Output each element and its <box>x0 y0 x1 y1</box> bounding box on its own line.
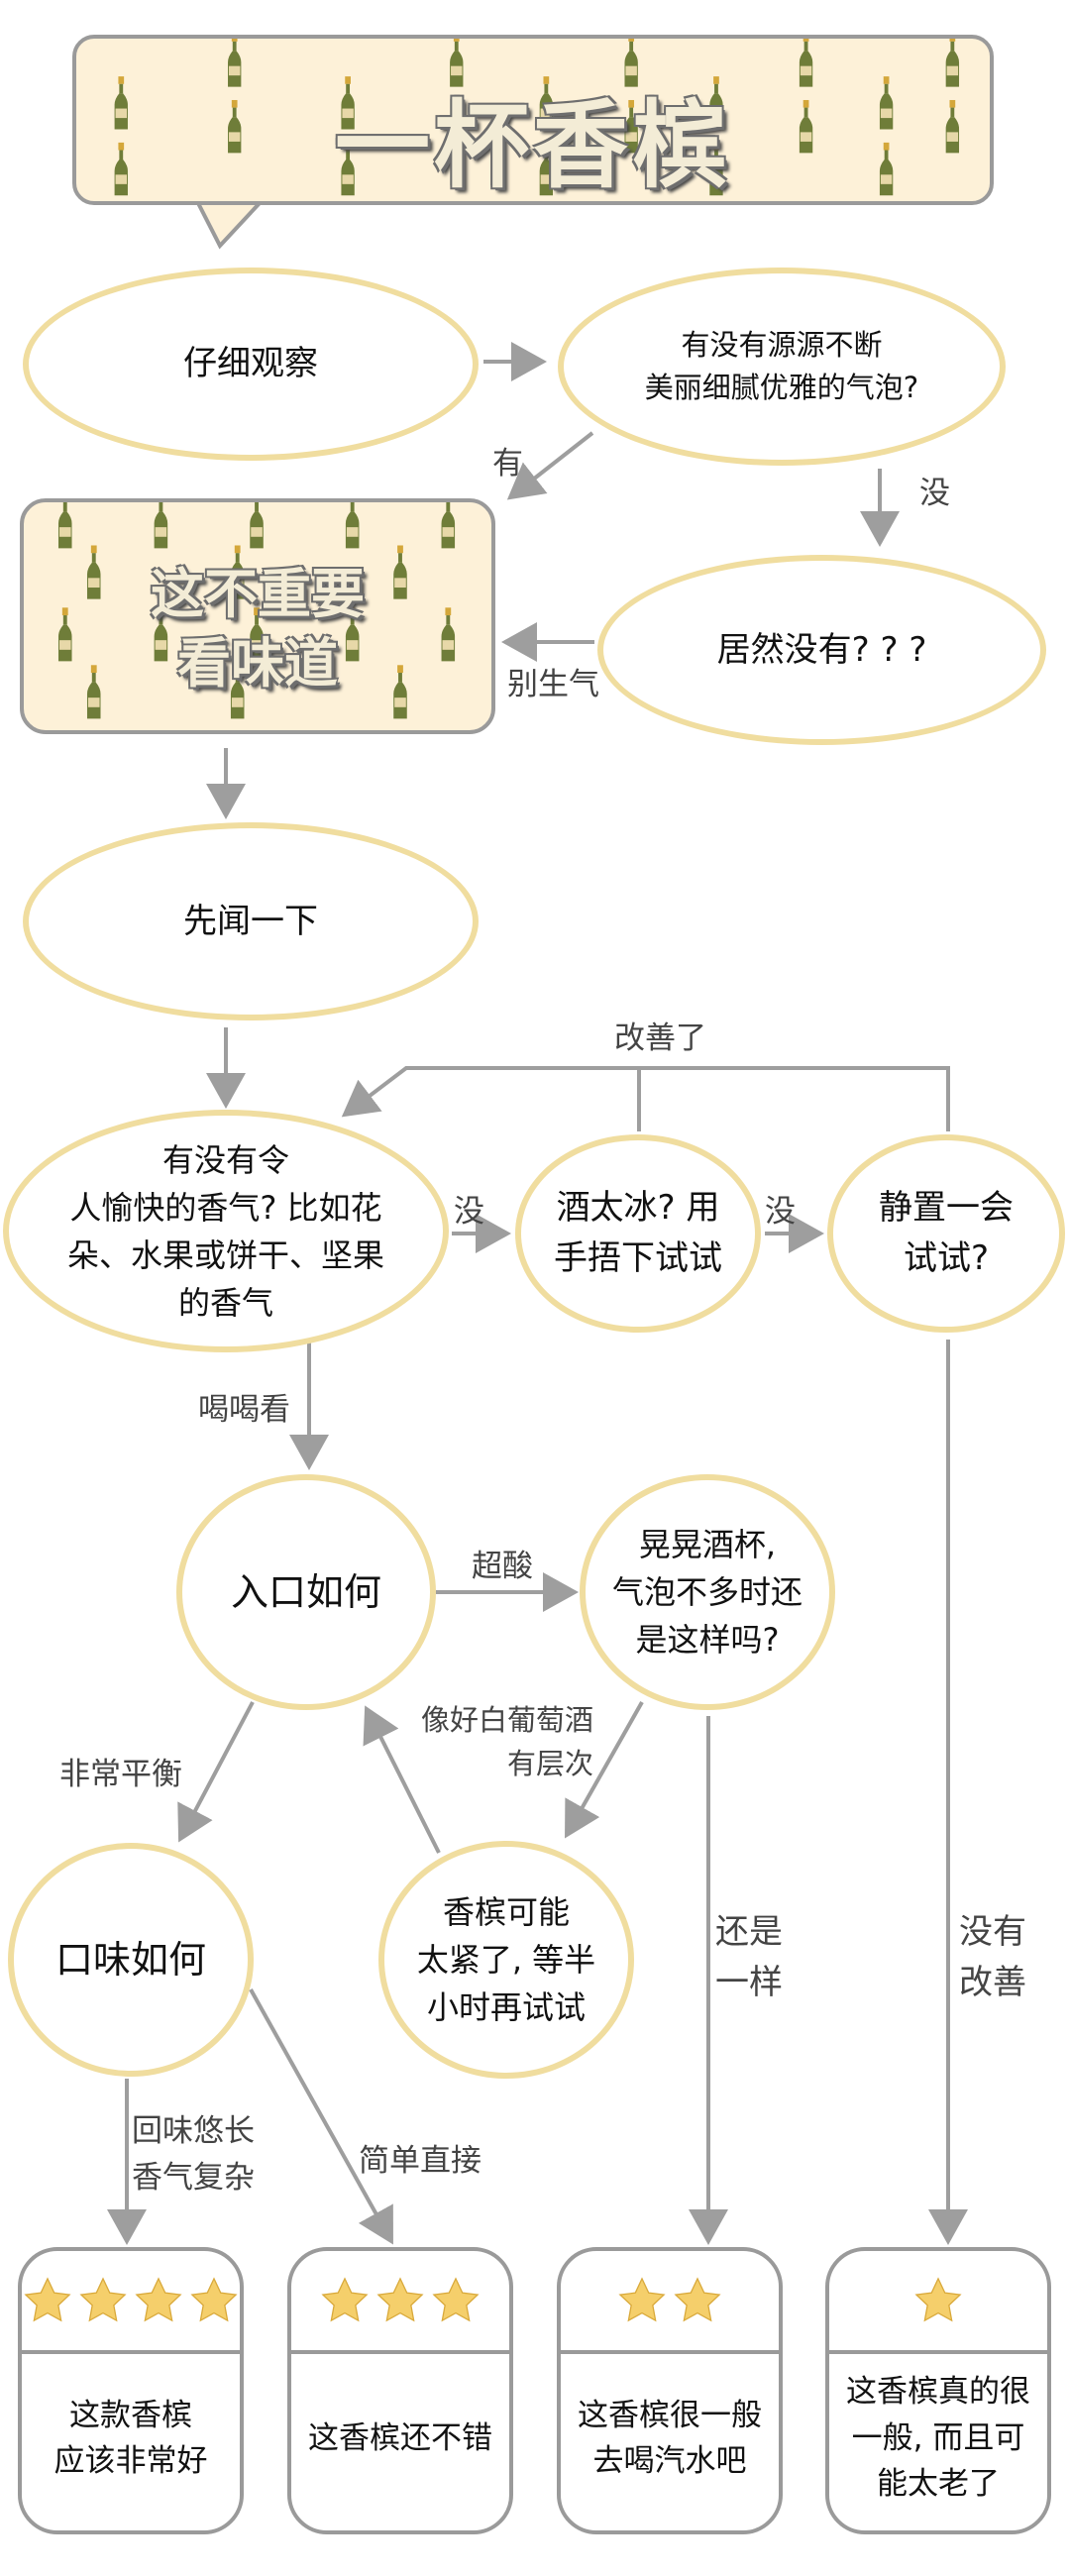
result-text: 这款香槟应该非常好 <box>54 2397 208 2480</box>
champagne-bottle-icon <box>345 502 360 549</box>
champagne-bottle-icon <box>250 502 264 549</box>
champagne-bottle-icon <box>539 76 554 130</box>
label-no: 没 <box>919 476 950 511</box>
title-tail <box>196 201 262 250</box>
champagne-bottle-icon <box>154 607 168 662</box>
champagne-bottle-icon <box>879 142 894 196</box>
champagne-bottle-icon <box>114 76 128 130</box>
banner-line-2: 看味道 <box>177 631 338 695</box>
node-taste: 口味如何 <box>8 1843 254 2077</box>
arrow-taste-r2 <box>249 1988 393 2245</box>
arrow-swirl-tight <box>565 1701 644 1839</box>
star-icon <box>321 2277 369 2322</box>
champagne-bottle-icon <box>799 99 813 154</box>
champagne-bottle-icon <box>441 502 456 549</box>
node-bubbles: 有没有源源不断美丽细腻优雅的气泡? <box>558 268 1006 466</box>
title-banner: 一杯香槟 <box>72 35 994 205</box>
star-icon <box>190 2277 238 2322</box>
label-like-wine: 像好白葡萄酒有层次 <box>421 1703 594 1780</box>
result-card: 这款香槟应该非常好 <box>18 2247 244 2534</box>
node-tight: 香槟可能太紧了, 等半小时再试试 <box>378 1841 634 2079</box>
label-simple: 简单直接 <box>359 2143 482 2179</box>
star-rating <box>829 2251 1047 2354</box>
star-icon <box>914 2277 962 2322</box>
champagne-bottle-icon <box>393 545 407 599</box>
star-icon <box>135 2277 182 2322</box>
result-card: 这香槟还不错 <box>287 2247 513 2534</box>
label-improved: 改善了 <box>614 1020 706 1056</box>
champagne-bottle-icon <box>114 142 128 196</box>
label-no-b: 没 <box>765 1194 796 1230</box>
champagne-bottle-icon <box>624 99 638 154</box>
star-icon <box>79 2277 127 2322</box>
label-super-acid: 超酸 <box>472 1549 533 1584</box>
star-icon <box>376 2277 424 2322</box>
champagne-bottle-icon <box>57 502 72 549</box>
champagne-bottle-icon <box>345 607 360 662</box>
champagne-bottle-pattern <box>57 502 456 719</box>
node-mouth: 入口如何 <box>176 1474 436 1710</box>
star-icon <box>618 2277 666 2322</box>
champagne-bottle-icon <box>624 39 638 87</box>
node-swirl: 晃晃酒杯,气泡不多时还是这样吗? <box>580 1474 835 1710</box>
result-text: 这香槟还不错 <box>308 2419 492 2456</box>
champagne-bottle-icon <box>441 607 456 662</box>
star-rating <box>561 2251 779 2354</box>
champagne-bottle-icon <box>230 665 245 719</box>
star-rating <box>291 2251 509 2354</box>
result-card: 这香槟很一般去喝汽水吧 <box>557 2247 783 2534</box>
node-too-cold: 酒太冰? 用手捂下试试 <box>515 1134 761 1333</box>
champagne-bottle-icon <box>250 607 264 662</box>
node-aroma: 有没有令人愉快的香气? 比如花朵、水果或饼干、坚果的香气 <box>3 1110 449 1352</box>
champagne-bottle-icon <box>341 76 355 130</box>
arrow-bubbles-yes <box>506 431 594 500</box>
star-icon <box>24 2277 71 2322</box>
champagne-bottle-icon <box>799 39 813 87</box>
matters-banner: 这不重要 看味道 <box>20 498 495 734</box>
champagne-bottle-icon <box>230 545 245 599</box>
champagne-bottle-icon <box>341 142 355 196</box>
label-balanced: 非常平衡 <box>59 1757 182 1792</box>
champagne-bottle-icon <box>154 502 168 549</box>
champagne-bottle-icon <box>228 39 242 87</box>
champagne-bottle-icon <box>709 142 723 196</box>
star-rating <box>22 2251 240 2354</box>
node-rest: 静置一会试试? <box>827 1134 1065 1333</box>
arrow-improved-loop <box>341 1066 950 1131</box>
label-drink: 喝喝看 <box>198 1392 290 1428</box>
champagne-bottle-icon <box>393 665 407 719</box>
label-long-finish: 回味悠长香气复杂 <box>132 2113 255 2196</box>
page-title: 一杯香槟 <box>335 89 731 201</box>
star-icon <box>432 2277 480 2322</box>
result-card: 这香槟真的很一般, 而且可能太老了 <box>825 2247 1051 2534</box>
champagne-bottle-icon <box>709 76 723 130</box>
node-observe: 仔细观察 <box>23 268 479 461</box>
champagne-bottle-icon <box>879 76 894 130</box>
node-none: 居然没有? ? ? <box>597 555 1046 745</box>
label-same: 还是一样 <box>715 1912 783 2002</box>
champagne-bottle-icon <box>57 607 72 662</box>
champagne-bottle-icon <box>228 99 242 154</box>
champagne-bottle-icon <box>945 99 960 154</box>
champagne-bottle-icon <box>539 142 554 196</box>
banner-line-1: 这不重要 <box>151 562 365 625</box>
label-not-improved: 没有改善 <box>959 1912 1026 2002</box>
result-text: 这香槟很一般去喝汽水吧 <box>578 2397 762 2480</box>
champagne-bottle-icon <box>86 545 101 599</box>
label-no-a: 没 <box>454 1194 484 1230</box>
champagne-bottle-icon <box>450 39 464 87</box>
node-smell: 先闻一下 <box>23 822 479 1020</box>
star-icon <box>674 2277 721 2322</box>
label-yes: 有 <box>492 446 523 482</box>
arrow-mouth-taste <box>177 1701 255 1843</box>
champagne-bottle-pattern <box>114 39 960 196</box>
label-dont-worry: 别生气 <box>507 667 599 702</box>
arrow-tight-mouth <box>363 1705 441 1854</box>
champagne-bottle-icon <box>86 665 101 719</box>
champagne-bottle-icon <box>450 99 464 154</box>
result-text: 这香槟真的很一般, 而且可能太老了 <box>846 2374 1030 2503</box>
champagne-bottle-icon <box>945 39 960 87</box>
